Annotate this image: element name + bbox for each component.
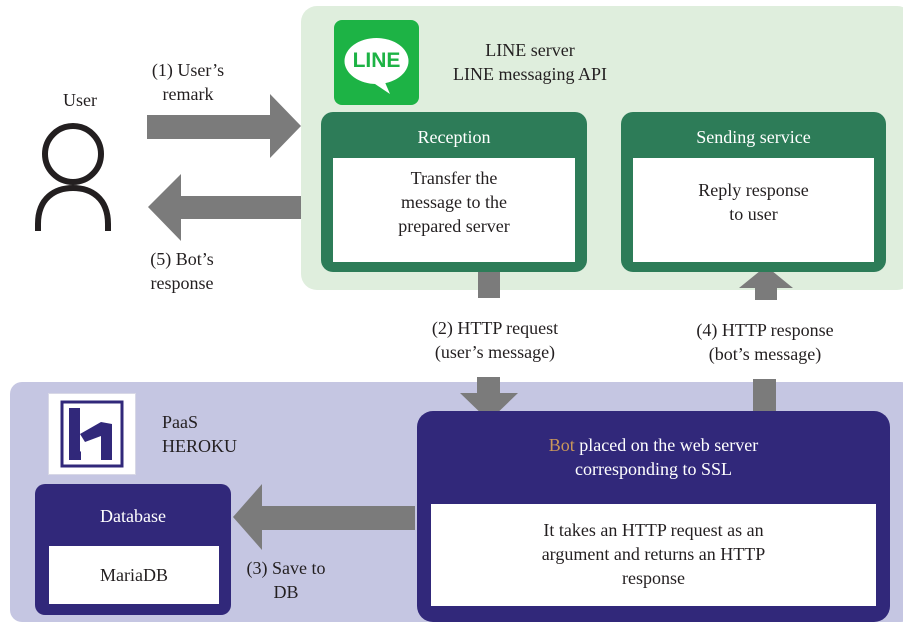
step-5-label-line1: (5) Bot’s bbox=[150, 249, 214, 269]
line-logo-text: LINE bbox=[352, 49, 401, 72]
arrow-bot-response bbox=[148, 174, 301, 241]
step-5-label-line2: response bbox=[150, 273, 214, 293]
heroku-subtitle: HEROKU bbox=[162, 436, 237, 456]
step-3-label-line2: DB bbox=[273, 582, 299, 602]
heroku-logo-letter: H bbox=[89, 442, 95, 451]
step-4-label-line2: (bot’s message) bbox=[708, 344, 822, 364]
arrow-user-remark bbox=[147, 94, 301, 158]
reception-body-line: prepared server bbox=[398, 216, 510, 236]
user-icon bbox=[35, 123, 111, 231]
line-server-title: LINE server bbox=[485, 40, 575, 60]
bot-body: It takes an HTTP request as an argument … bbox=[431, 504, 876, 606]
bot-body-line: response bbox=[622, 568, 685, 588]
arrow-http-request-top bbox=[478, 272, 500, 298]
step-4-label-line1: (4) HTTP response bbox=[696, 320, 834, 340]
database-header: Database bbox=[100, 506, 166, 526]
heroku-logo: H bbox=[48, 393, 136, 475]
arrow-http-response-top bbox=[739, 266, 793, 300]
bot-header-line2: corresponding to SSL bbox=[575, 459, 732, 479]
step-1-label-line2: remark bbox=[162, 84, 214, 104]
reception-body-line: message to the bbox=[401, 192, 507, 212]
line-logo: LINE bbox=[334, 20, 419, 105]
heroku-title: PaaS bbox=[162, 412, 198, 432]
sending-body-line: Reply response bbox=[698, 180, 809, 200]
reception-body-line: Transfer the bbox=[410, 168, 498, 188]
sending-service-header: Sending service bbox=[696, 127, 811, 147]
bot-server-box: Bot placed on the web server correspondi… bbox=[417, 411, 890, 622]
arrow-save-db bbox=[233, 484, 415, 550]
step-3-label-line1: (3) Save to bbox=[246, 558, 326, 578]
database-engine: MariaDB bbox=[100, 565, 168, 585]
bot-body-line: argument and returns an HTTP bbox=[541, 544, 766, 564]
sending-service-body: Reply response to user bbox=[633, 158, 874, 262]
heroku-h-icon: H bbox=[60, 400, 124, 468]
sending-body-line: to user bbox=[729, 204, 778, 224]
step-2-label-line1: (2) HTTP request bbox=[431, 318, 559, 338]
line-server-subtitle: LINE messaging API bbox=[453, 64, 607, 84]
step-2-label-line2: (user’s message) bbox=[434, 342, 556, 362]
step-1-label-line1: (1) User’s bbox=[151, 60, 225, 80]
database-box: Database MariaDB bbox=[35, 484, 231, 615]
line-bubble-icon bbox=[344, 38, 409, 94]
bot-body-line: It takes an HTTP request as an bbox=[543, 520, 764, 540]
reception-box: Reception Transfer the message to the pr… bbox=[321, 112, 587, 272]
bot-header-rest: placed on the web server bbox=[574, 435, 759, 455]
bot-header: Bot placed on the web server bbox=[417, 433, 890, 457]
sending-service-box: Sending service Reply response to user bbox=[621, 112, 886, 272]
bot-keyword: Bot bbox=[548, 435, 575, 455]
user-label: User bbox=[63, 90, 97, 110]
reception-body: Transfer the message to the prepared ser… bbox=[333, 158, 575, 262]
database-body: MariaDB bbox=[49, 546, 219, 604]
arrow-http-request-bottom bbox=[460, 377, 518, 421]
reception-header: Reception bbox=[417, 127, 491, 147]
arrow-http-response-bottom bbox=[753, 379, 776, 415]
